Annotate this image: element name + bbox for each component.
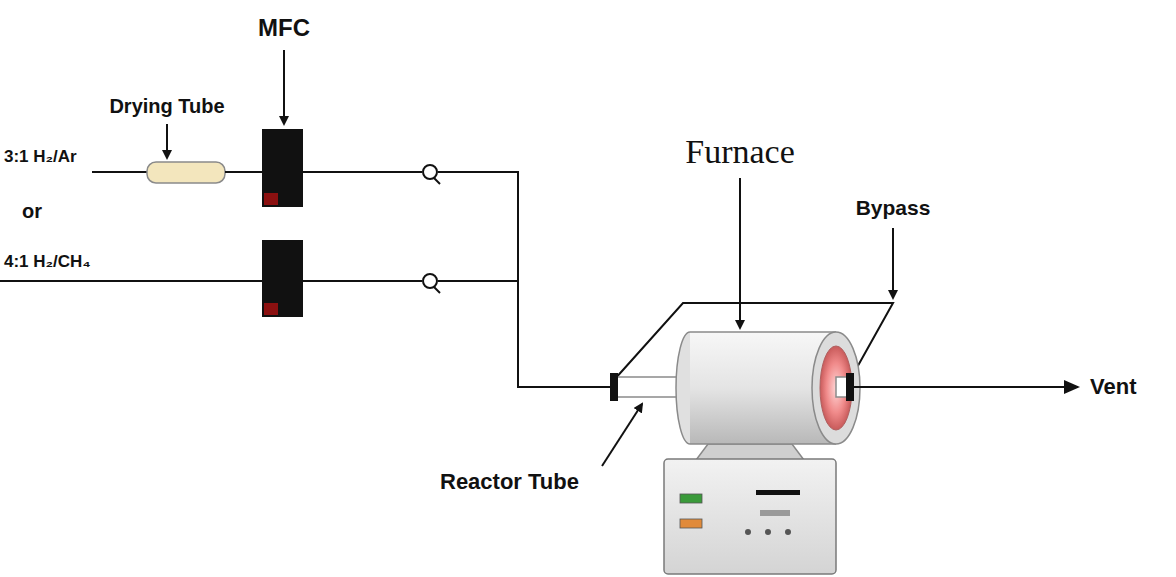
- gas-line: [303, 171, 422, 173]
- gas-line: [518, 171, 612, 387]
- vent-line: [854, 386, 1078, 388]
- panel-knob: [785, 529, 791, 535]
- gas-line: [438, 171, 519, 173]
- gas-label: 4:1 H₂/CH₄: [4, 252, 91, 272]
- controller-box: [664, 459, 836, 574]
- callout-label: Drying Tube: [109, 95, 224, 118]
- drying-tube: [147, 162, 225, 183]
- gas-line: [303, 280, 422, 282]
- valve-symbol: [423, 165, 437, 179]
- panel-display: [756, 490, 800, 495]
- furnace-body: [690, 443, 836, 445]
- tube-cap: [610, 373, 618, 401]
- panel-knob: [765, 529, 771, 535]
- callout-label: Furnace: [685, 132, 795, 171]
- mfc-indicator: [264, 303, 278, 315]
- panel-light: [680, 519, 702, 528]
- panel-knob: [745, 529, 751, 535]
- mfc-box: [262, 129, 303, 207]
- mfc-indicator: [264, 193, 278, 205]
- gas-line: [438, 280, 519, 282]
- furnace-stand: [696, 444, 804, 460]
- panel-display: [760, 510, 790, 516]
- leader-arrow: [602, 404, 642, 466]
- furnace-body: [676, 332, 690, 444]
- tube-cap: [846, 373, 854, 401]
- leader-arrow: [166, 124, 168, 158]
- leader-arrow: [739, 178, 741, 328]
- furnace-body: [690, 331, 836, 333]
- valve-symbol: [423, 274, 437, 288]
- note-text: or: [22, 200, 42, 223]
- mfc-box: [262, 240, 303, 317]
- callout-label: Bypass: [856, 196, 931, 220]
- leader-arrow: [283, 50, 285, 124]
- gas-label: 3:1 H₂/Ar: [4, 147, 77, 167]
- callout-label: Reactor Tube: [440, 469, 579, 494]
- furnace-face: [812, 332, 860, 444]
- gas-line: [0, 280, 262, 282]
- gas-line: [225, 171, 262, 173]
- leader-arrow: [892, 228, 894, 298]
- valve-symbol: [434, 178, 440, 184]
- panel-light: [680, 494, 702, 503]
- callout-label: MFC: [258, 14, 310, 42]
- gas-line: [92, 171, 147, 173]
- valve-symbol: [434, 287, 440, 293]
- outlet-label: Vent: [1090, 374, 1136, 399]
